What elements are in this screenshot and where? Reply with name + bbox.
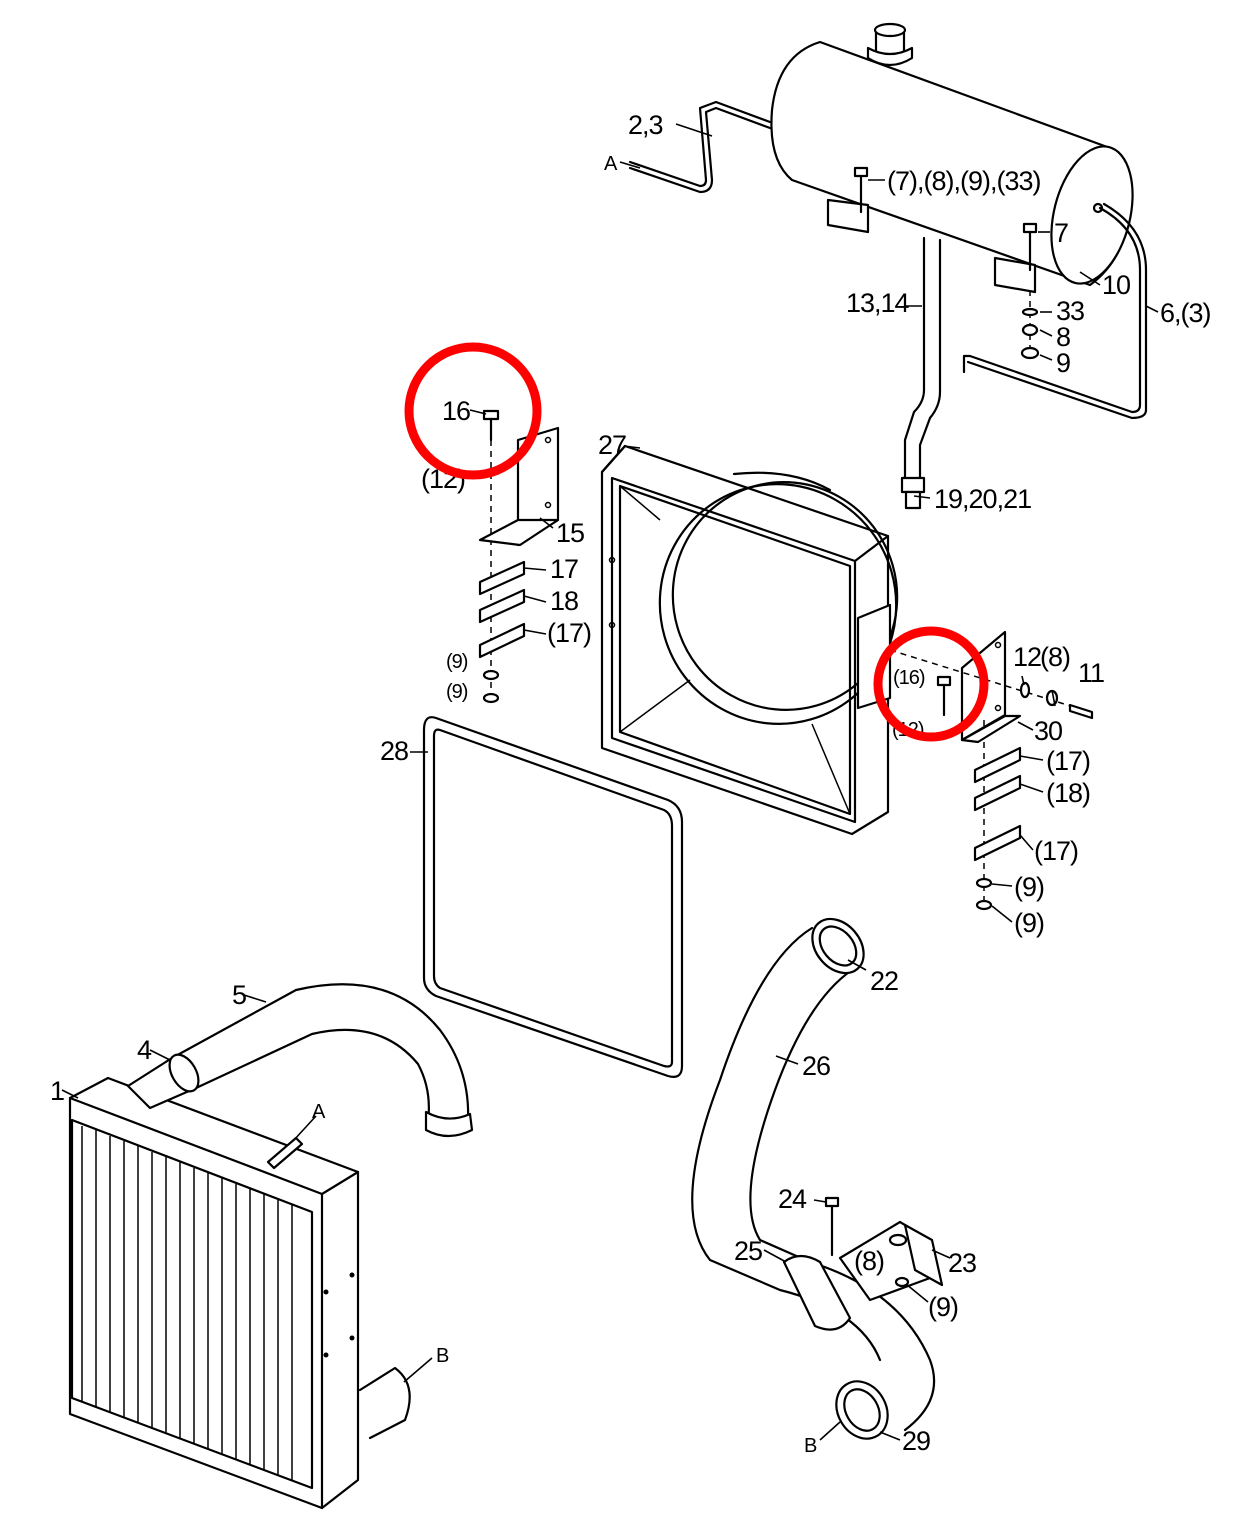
callout-18-paren-right: (18) <box>1046 778 1090 808</box>
callout-9-paren-right-1: (9) <box>1014 872 1044 902</box>
leader-lines <box>61 123 1159 1441</box>
callout-25: 25 <box>734 1236 762 1266</box>
callout-24: 24 <box>778 1184 807 1214</box>
callout-33: 33 <box>1056 296 1084 326</box>
callout-11: 11 <box>1078 658 1104 688</box>
callout-29: 29 <box>902 1426 930 1456</box>
callout-17-paren-left: (17) <box>547 618 591 648</box>
callout-7: 7 <box>1054 218 1068 248</box>
callout-b-hose: B <box>804 1435 817 1457</box>
callout-8-paren-bottom: (8) <box>854 1246 884 1276</box>
callout-22: 22 <box>870 966 898 996</box>
callout-4: 4 <box>137 1035 152 1065</box>
callout-23: 23 <box>948 1248 976 1278</box>
callout-5: 5 <box>232 980 246 1010</box>
fan-shroud <box>600 444 899 836</box>
callout-9-paren-bottom: (9) <box>928 1292 958 1322</box>
shroud-gasket <box>422 716 684 1078</box>
radiator <box>68 1056 411 1510</box>
callout-a-top: A <box>604 153 618 175</box>
callout-16: 16 <box>442 396 470 426</box>
callout-a-radiator: A <box>312 1101 326 1123</box>
callout-17: 17 <box>550 554 578 584</box>
left-bracket-stack <box>478 409 560 704</box>
callout-labels: 1 2,3 A 4 5 6,(3) 7 (7),(8),(9),(33) 8 9… <box>50 110 1212 1457</box>
highlight-circle-16-paren <box>873 626 989 742</box>
callout-8-paren-right: (8) <box>1040 642 1070 672</box>
upper-hose <box>168 983 474 1138</box>
callout-2-3: 2,3 <box>628 110 663 140</box>
callout-13-14: 13,14 <box>846 288 910 318</box>
callout-26: 26 <box>802 1051 830 1081</box>
callout-17-paren-right-1: (17) <box>1046 746 1090 776</box>
lower-hose <box>691 917 944 1440</box>
callout-15: 15 <box>556 518 584 548</box>
callout-9-paren-right-2: (9) <box>1014 908 1044 938</box>
callout-27: 27 <box>598 430 626 460</box>
callout-6-3: 6,(3) <box>1160 298 1211 328</box>
callout-30: 30 <box>1034 716 1062 746</box>
callout-19-20-21: 19,20,21 <box>934 484 1031 514</box>
callout-7-8-9-33: (7),(8),(9),(33) <box>887 166 1041 196</box>
callout-18: 18 <box>550 586 578 616</box>
callout-9-paren-left-2: (9) <box>446 681 468 703</box>
callout-1: 1 <box>50 1076 64 1106</box>
highlight-marks <box>404 342 989 742</box>
callout-28: 28 <box>380 736 408 766</box>
callout-16-paren: (16) <box>893 667 925 689</box>
callout-8: 8 <box>1056 322 1070 352</box>
callout-17-paren-right-2: (17) <box>1034 836 1078 866</box>
callout-9: 9 <box>1056 348 1070 378</box>
callout-10: 10 <box>1102 270 1130 300</box>
expansion-tank <box>628 22 1148 510</box>
callout-12: 12 <box>1013 642 1041 672</box>
callout-b-radiator: B <box>436 1345 449 1367</box>
highlight-circle-16 <box>404 342 542 480</box>
callout-9-paren-left-1: (9) <box>446 651 468 673</box>
